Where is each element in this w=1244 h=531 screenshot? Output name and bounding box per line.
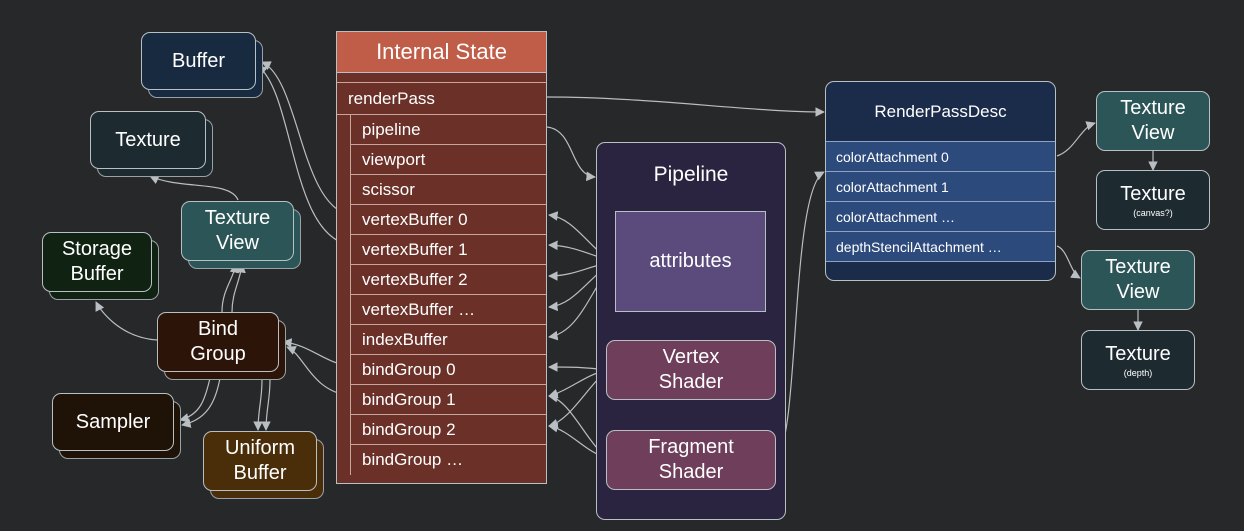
arrow-bindgroup-to-storagebuffer (95, 301, 159, 341)
sampler-label: Sampler (75, 410, 151, 433)
internal-state-row-vertexbuffer2: vertexBuffer 2 (351, 265, 546, 295)
texture-view-top-label-2: View (1131, 122, 1175, 144)
internal-state-row-vertexbuffer-more: vertexBuffer … (351, 295, 546, 325)
internal-state-row-scissor: scissor (351, 175, 546, 205)
uniform-buffer-node: Uniform Buffer (203, 431, 317, 491)
arrow-depthstencil-to-textureview (1056, 245, 1081, 279)
arrow-bindgroup-to-uniformbuffer2 (261, 379, 271, 431)
vertex-shader-node: Vertex Shader (606, 340, 776, 400)
arrow-renderpass-to-renderpassdesc (546, 96, 825, 117)
uniform-buffer-label-2: Buffer (233, 462, 287, 484)
arrow-bindgroup-to-sampler2 (181, 377, 221, 428)
arrow-bindgroup-to-textureview1 (221, 263, 240, 313)
pipeline-title: Pipeline (653, 163, 729, 186)
internal-state-row-bindgroup0: bindGroup 0 (351, 355, 546, 385)
internal-state-row-indexbuffer: indexBuffer (351, 325, 546, 355)
texture-view-bottom-label-1: Texture (1105, 256, 1171, 278)
render-pass-desc-row-color-more: colorAttachment … (826, 202, 1055, 232)
texture-depth-node: Texture (depth) (1081, 330, 1195, 390)
arrow-bindgroup-to-sampler1 (179, 377, 211, 423)
internal-state-row-bindgroup2: bindGroup 2 (351, 415, 546, 445)
arrow-textureview-to-texture-left (149, 175, 239, 201)
texture-view-bottom-node: Texture View (1081, 250, 1195, 310)
bind-group-label-2: Group (190, 343, 246, 365)
internal-state-row-viewport: viewport (351, 145, 546, 175)
attributes-label: attributes (649, 250, 732, 272)
internal-state-title: Internal State (336, 31, 547, 73)
vertex-shader-label-1: Vertex (662, 346, 720, 368)
arrow-vertexbuffer1-to-buffer (257, 65, 351, 246)
arrow-pipeline-row-to-pipeline (546, 126, 596, 182)
arrow-bindgroup-to-uniformbuffer1 (253, 379, 263, 431)
internal-state-row-vertexbuffer1: vertexBuffer 1 (351, 235, 546, 265)
internal-state-panel: Internal State renderPass pipeline viewp… (336, 31, 547, 484)
fragment-shader-label-1: Fragment (648, 436, 734, 458)
internal-state-row-bindgroup1: bindGroup 1 (351, 385, 546, 415)
fragment-shader-node: Fragment Shader (606, 430, 776, 490)
arrow-vertexbuffer0-to-buffer (261, 61, 351, 216)
bind-group-label-1: Bind (197, 318, 239, 340)
texture-view-label-2: View (216, 232, 259, 254)
internal-state-spacer (337, 73, 546, 83)
texture-canvas-note: (canvas?) (1133, 207, 1173, 218)
texture-view-label-1: Texture (204, 207, 271, 229)
render-pass-desc-row-color1: colorAttachment 1 (826, 172, 1055, 202)
texture-canvas-node: Texture (canvas?) (1096, 170, 1210, 230)
sampler-node: Sampler (52, 393, 174, 451)
render-pass-desc-panel: RenderPassDesc colorAttachment 0 colorAt… (825, 81, 1056, 281)
texture-canvas-label: Texture (1120, 182, 1186, 205)
render-pass-desc-rows: colorAttachment 0 colorAttachment 1 colo… (826, 142, 1055, 262)
storage-buffer-node: Storage Buffer (42, 232, 152, 292)
internal-state-row-pipeline: pipeline (351, 115, 546, 145)
uniform-buffer-label-1: Uniform (224, 437, 295, 459)
arrow-colorattachment0-to-textureview (1056, 121, 1096, 157)
fragment-shader-label-2: Shader (658, 461, 724, 483)
internal-state-nested-rows: pipeline viewport scissor vertexBuffer 0… (350, 115, 546, 475)
storage-buffer-label-1: Storage (61, 238, 133, 260)
render-pass-desc-title: RenderPassDesc (826, 82, 1055, 142)
texture-view-top-label-1: Texture (1120, 97, 1186, 119)
bind-group-node: Bind Group (157, 312, 279, 372)
internal-state-body: renderPass pipeline viewport scissor ver… (336, 73, 547, 484)
buffer-label: Buffer (172, 49, 225, 72)
texture-view-top-node: Texture View (1096, 91, 1210, 151)
texture-view-node: Texture View (181, 201, 294, 261)
render-pass-desc-row-depthstencil: depthStencilAttachment … (826, 232, 1055, 262)
texture-label: Texture (115, 128, 181, 151)
storage-buffer-label-2: Buffer (70, 263, 124, 285)
internal-state-row-vertexbuffer0: vertexBuffer 0 (351, 205, 546, 235)
render-pass-desc-row-color0: colorAttachment 0 (826, 142, 1055, 172)
internal-state-row-renderpass: renderPass (337, 83, 546, 115)
texture-depth-note: (depth) (1123, 367, 1153, 378)
texture-view-bottom-label-2: View (1116, 281, 1160, 303)
buffer-node: Buffer (141, 32, 256, 90)
attributes-node: attributes (615, 211, 766, 312)
texture-node: Texture (90, 111, 206, 169)
internal-state-row-bindgroup-more: bindGroup … (362, 450, 464, 469)
texture-depth-label: Texture (1105, 342, 1171, 365)
vertex-shader-label-2: Shader (658, 371, 724, 393)
